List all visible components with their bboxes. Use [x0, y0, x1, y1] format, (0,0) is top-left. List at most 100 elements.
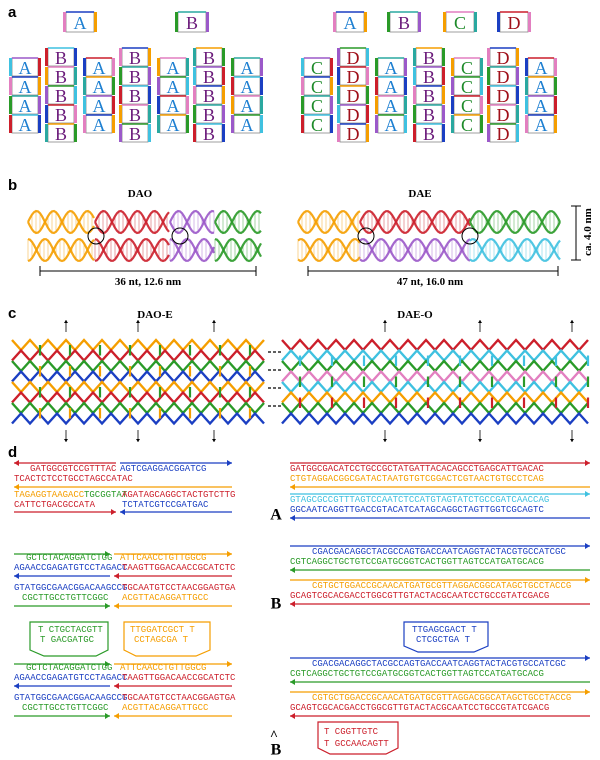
- tile-a: A: [231, 57, 263, 78]
- helix-strand: [94, 238, 170, 263]
- tile-left-edge: [525, 77, 528, 95]
- tile-b: B: [193, 104, 225, 125]
- helix-strand: [169, 238, 215, 263]
- tile-left-edge: [45, 67, 48, 85]
- helix-strand: [469, 210, 561, 234]
- tile-left-edge: [497, 12, 500, 32]
- tile-b: B: [413, 66, 445, 87]
- tile-a: A: [231, 114, 263, 135]
- lattice-arrow-down-head: [570, 439, 574, 442]
- tile-a: A: [157, 114, 189, 135]
- tile-left-edge: [333, 12, 336, 32]
- tile-c: C: [301, 57, 333, 78]
- tile-right-edge: [148, 86, 151, 104]
- tile-right-edge: [366, 86, 369, 104]
- tile-c: C: [443, 11, 477, 33]
- helix-strand: [27, 237, 95, 262]
- tile-a: A: [375, 76, 407, 97]
- sequence-text: CGCTTGCCTGTTCGGC: [22, 593, 109, 603]
- crossover-circle: [461, 227, 479, 245]
- tile-letter: A: [167, 115, 180, 135]
- tile-right-edge: [404, 58, 407, 76]
- tile-left-edge: [83, 58, 86, 76]
- tile-letter: B: [129, 105, 141, 125]
- tile-a: A: [157, 76, 189, 97]
- tile-letter: A: [535, 96, 548, 116]
- helix-strand: [297, 210, 361, 234]
- strand-dao-e: [11, 411, 265, 426]
- helix-strand: [169, 237, 215, 262]
- tile-right-edge: [366, 105, 369, 123]
- strand-dao-e: [11, 380, 265, 394]
- tile-right-edge: [112, 115, 115, 133]
- strand-arrow-head: [14, 460, 19, 466]
- tile-right-edge: [206, 12, 209, 32]
- loop-sequence: T CGGTTGTC: [324, 727, 379, 737]
- sequence-text: CGACGACAGGCTACGCCAGTGACCAATCAGGTACTACGTG…: [312, 659, 566, 669]
- tile-right-edge: [222, 48, 225, 66]
- tile-a: A: [9, 76, 41, 97]
- loop-sequence: CCTAGCGA T: [134, 635, 189, 645]
- sequence-text: GTATGGCGAACGGACAAGCCG: [14, 583, 127, 593]
- helix-strand: [214, 209, 262, 235]
- tile-letter: B: [423, 105, 435, 125]
- lattice-arrow-down-head: [64, 439, 68, 442]
- tile-b: B: [387, 11, 421, 33]
- sequence-text: GATGGCGACATCCTGCCGCTATGATTACACAGCCTGAGCA…: [290, 464, 544, 474]
- tile-letter: B: [55, 124, 67, 144]
- strand-dae-o: [281, 359, 589, 373]
- lattice-arrow-down-head: [383, 439, 387, 442]
- tile-a: A: [9, 57, 41, 78]
- tile-left-edge: [413, 67, 416, 85]
- sequence-text: CGTCAGGCTGCTGTCCGATGCGGTCACTGGTTAGTCCATG…: [290, 669, 544, 679]
- tile-right-edge: [442, 124, 445, 142]
- lattice-arrow-down-head: [478, 439, 482, 442]
- tile-letter: B: [423, 124, 435, 144]
- tile-left-edge: [375, 77, 378, 95]
- tile-letter: B: [203, 67, 215, 87]
- sequence-text: AGATAGCAGGCTACTGTCTTG: [122, 490, 235, 500]
- tile-left-edge: [375, 96, 378, 114]
- tile-left-edge: [157, 58, 160, 76]
- tile-right-edge: [404, 115, 407, 133]
- tile-letter: D: [347, 48, 360, 68]
- tile-right-edge: [366, 48, 369, 66]
- tile-letter: B: [55, 67, 67, 87]
- tile-b: B: [413, 47, 445, 68]
- strand-arrow-head: [227, 661, 232, 667]
- strand-arrow-head: [14, 683, 19, 689]
- crossover-circle: [357, 227, 375, 245]
- tile-letter: A: [535, 77, 548, 97]
- tile-left-edge: [487, 124, 490, 142]
- tile-right-edge: [554, 58, 557, 76]
- tile-right-edge: [222, 105, 225, 123]
- tile-letter: B: [203, 105, 215, 125]
- strand-arrow-head: [290, 601, 295, 607]
- tile-c: C: [451, 95, 483, 116]
- hat-mark: ^: [270, 729, 278, 744]
- sequence-text: AGAACCGAGATGTCCTAGACC: [14, 563, 128, 573]
- lattice-arrow-down-head: [212, 439, 216, 442]
- strand-arrow-head: [227, 551, 232, 557]
- strand-arrow-head: [585, 460, 590, 466]
- tile-right-edge: [330, 96, 333, 114]
- loop-sequence: TTGGATCGCT T: [130, 625, 195, 635]
- helix-strand: [214, 237, 262, 262]
- sequence-text: TAAGTTGGACAACCGCATCTC: [122, 673, 236, 683]
- tile-right-edge: [330, 115, 333, 133]
- tile-b: B: [45, 47, 77, 68]
- tile-d: D: [337, 47, 369, 68]
- strand-dae-o: [281, 369, 589, 384]
- tile-right-edge: [186, 115, 189, 133]
- tile-a: A: [375, 95, 407, 116]
- tile-letter: A: [93, 77, 106, 97]
- strand-dae-o: [281, 411, 589, 426]
- tile-letter: B: [203, 124, 215, 144]
- tile-left-edge: [301, 77, 304, 95]
- hairpin-loop: [403, 621, 489, 653]
- tile-left-edge: [63, 12, 66, 32]
- tile-left-edge: [119, 86, 122, 104]
- tile-right-edge: [554, 77, 557, 95]
